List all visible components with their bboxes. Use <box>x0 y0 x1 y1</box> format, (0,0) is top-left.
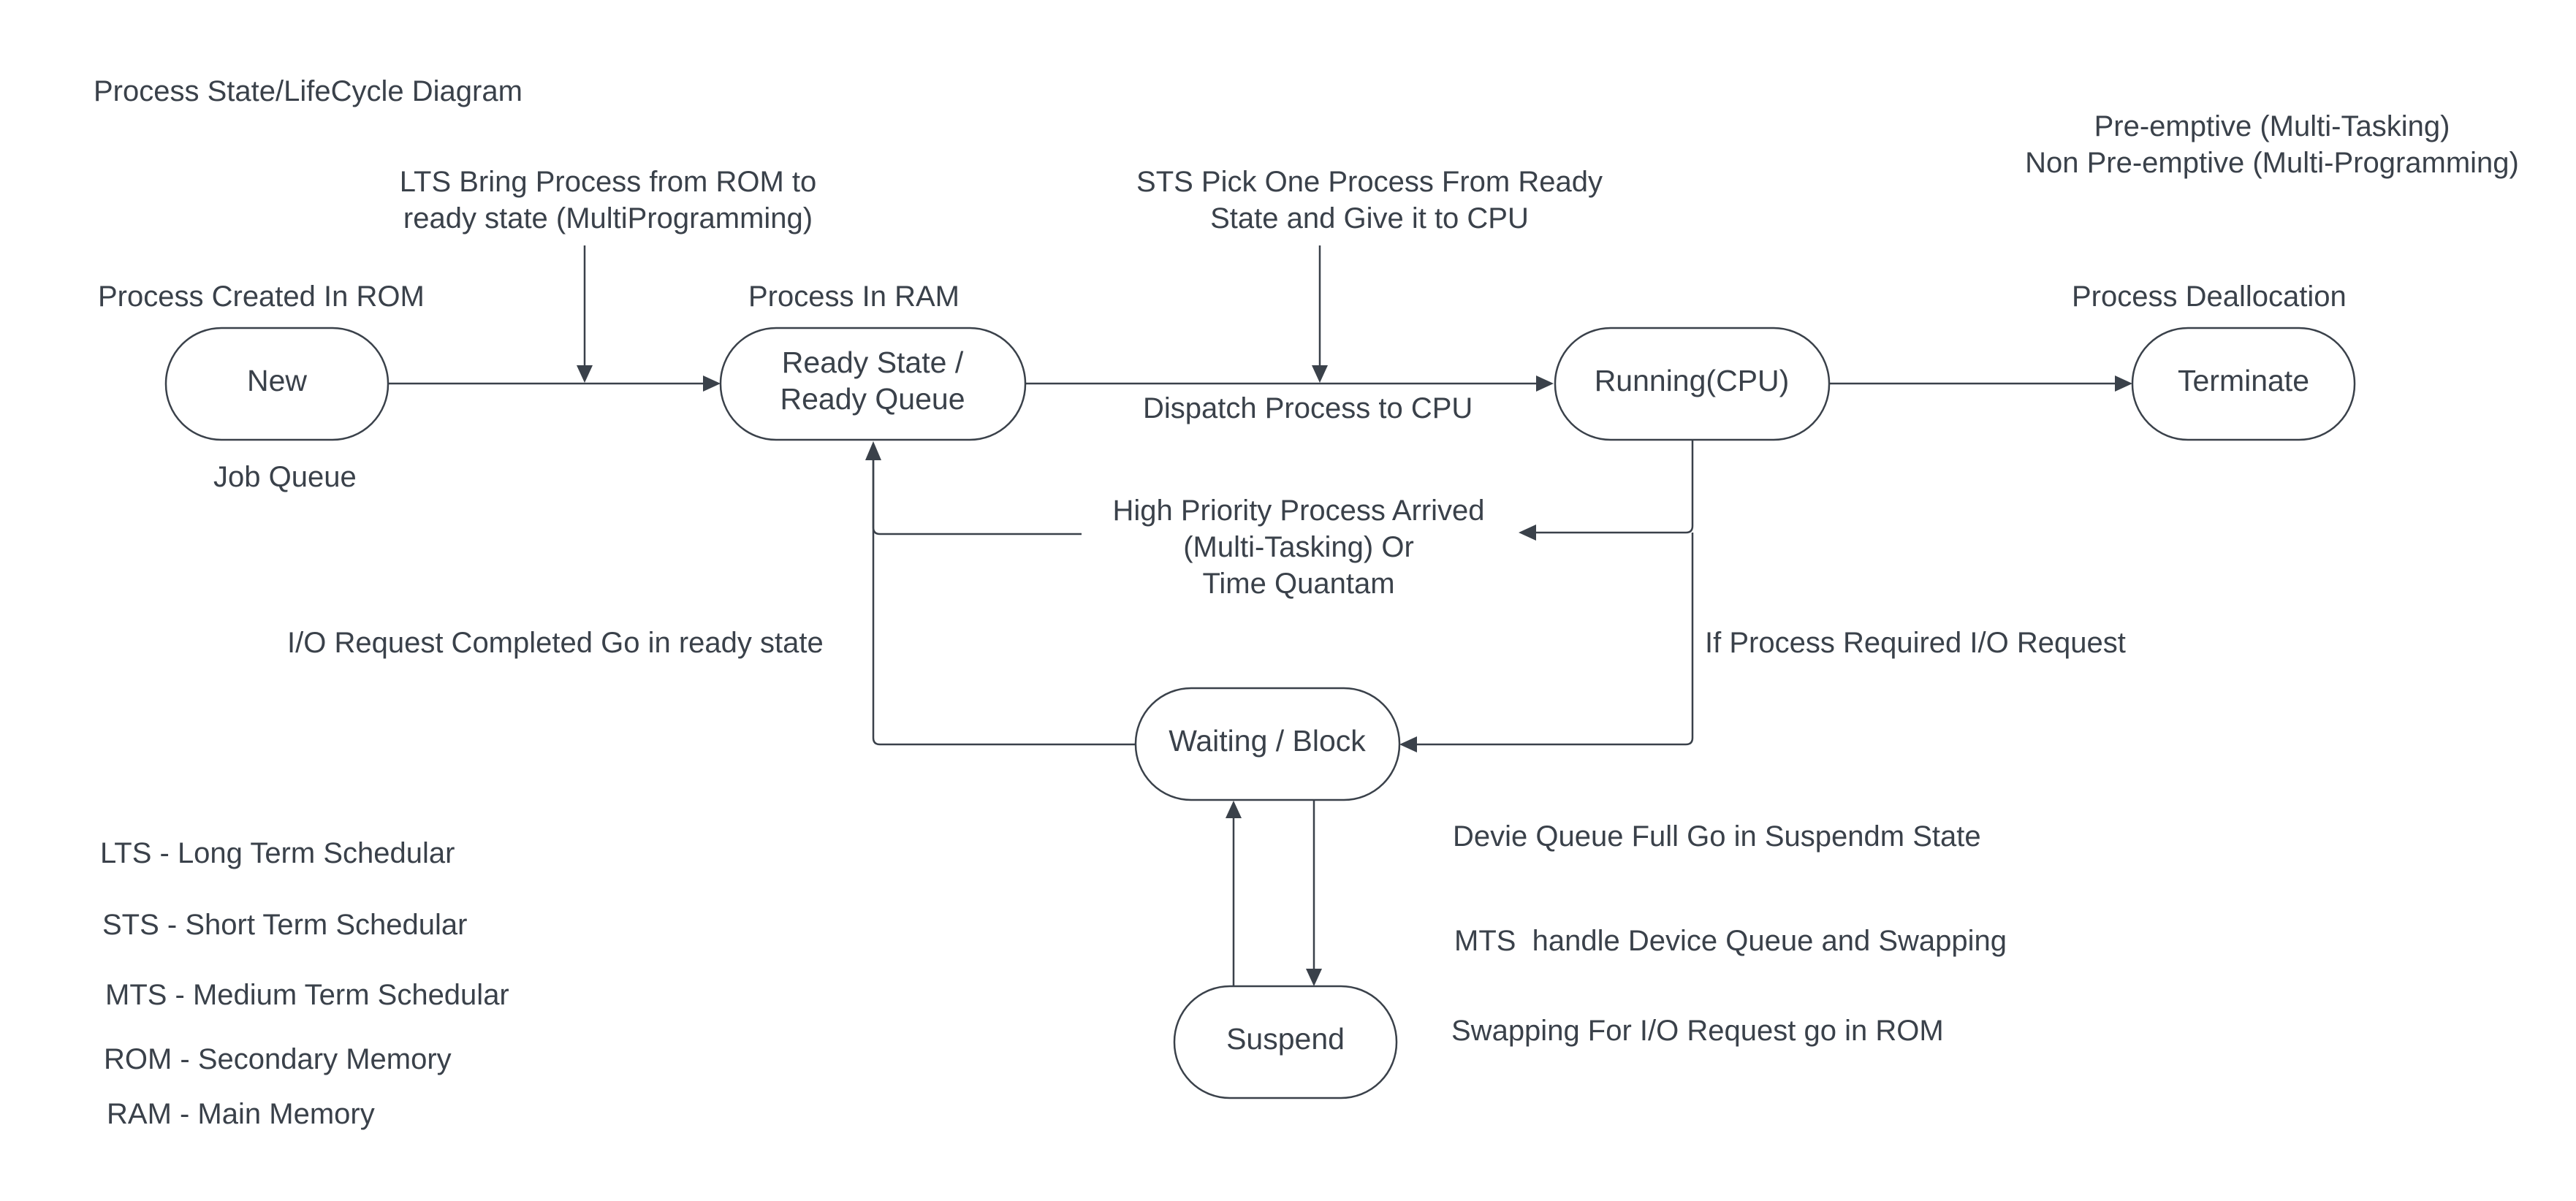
label-io-required: If Process Required I/O Request <box>1705 627 2126 659</box>
legend-item-mts: MTS - Medium Term Schedular <box>105 979 509 1011</box>
legend: LTS - Long Term Schedular STS - Short Te… <box>100 837 509 1130</box>
node-suspend-shape <box>1173 985 1398 1099</box>
edge-running-preempt <box>1536 441 1694 534</box>
legend-item-sts: STS - Short Term Schedular <box>102 909 467 941</box>
label-preemptive-line1: Pre-emptive (Multi-Tasking) <box>2094 110 2450 142</box>
label-high-priority-line3: Time Quantam <box>1202 568 1394 600</box>
label-process-created: Process Created In ROM <box>98 281 425 313</box>
label-dispatch: Dispatch Process to CPU <box>1143 392 1473 424</box>
edge-preempt-to-ready <box>872 460 1082 535</box>
label-io-completed: I/O Request Completed Go in ready state <box>287 627 824 659</box>
label-process-in-ram: Process In RAM <box>748 281 960 313</box>
node-waiting-label: Waiting / Block <box>1169 724 1366 758</box>
label-device-queue-full: Devie Queue Full Go in Suspendm State <box>1453 820 1981 853</box>
node-running: Running(CPU) <box>1554 327 1831 441</box>
arrowhead-running-to-terminate <box>2115 375 2132 392</box>
label-sts-pick-line1: STS Pick One Process From Ready <box>1136 166 1603 198</box>
arrowhead-waiting-to-suspend <box>1306 969 1322 986</box>
node-ready-label-line2: Ready Queue <box>780 382 965 416</box>
legend-item-lts: LTS - Long Term Schedular <box>100 837 455 869</box>
label-sts-pick-line2: State and Give it to CPU <box>1210 202 1529 235</box>
node-waiting: Waiting / Block <box>1134 687 1401 801</box>
node-suspend-label: Suspend <box>1226 1022 1345 1056</box>
node-new-label: New <box>247 364 307 397</box>
diagram-title: Process State/LifeCycle Diagram <box>94 75 523 107</box>
label-preemptive-line2: Non Pre-emptive (Multi-Programming) <box>2025 147 2519 179</box>
label-lts-bring-line2: ready state (MultiProgramming) <box>403 202 813 235</box>
node-ready: Ready State / Ready Queue <box>719 327 1027 441</box>
node-terminate-label: Terminate <box>2178 364 2309 397</box>
arrowhead-running-preempt <box>1519 525 1536 541</box>
node-new-shape <box>164 327 390 441</box>
arrowhead-preempt-to-ready <box>865 441 881 460</box>
arrowhead-new-to-ready <box>703 375 721 392</box>
label-high-priority-line1: High Priority Process Arrived <box>1112 495 1484 527</box>
legend-item-ram: RAM - Main Memory <box>107 1098 375 1130</box>
node-running-label: Running(CPU) <box>1595 364 1790 397</box>
label-lts-bring-line1: LTS Bring Process from ROM to <box>400 166 817 198</box>
arrowhead-running-to-waiting <box>1399 736 1417 752</box>
edge-running-to-waiting <box>1417 533 1694 746</box>
label-swapping: Swapping For I/O Request go in ROM <box>1451 1015 1944 1047</box>
label-job-queue: Job Queue <box>213 461 357 493</box>
node-terminate: Terminate <box>2131 327 2356 441</box>
label-mts-handle: MTS handle Device Queue and Swapping <box>1454 925 2007 957</box>
node-ready-shape <box>719 327 1027 441</box>
node-waiting-shape <box>1134 687 1401 801</box>
node-running-shape <box>1554 327 1831 441</box>
edge-waiting-to-ready <box>872 460 1136 746</box>
node-terminate-shape <box>2131 327 2356 441</box>
arrowhead-lts-pointer <box>577 365 593 383</box>
node-suspend: Suspend <box>1173 985 1398 1099</box>
label-high-priority-line2: (Multi-Tasking) Or <box>1183 531 1414 563</box>
arrowhead-sts-pointer <box>1312 365 1328 383</box>
arrowhead-suspend-to-waiting <box>1226 801 1242 818</box>
arrowhead-ready-to-running <box>1536 375 1554 392</box>
label-deallocation: Process Deallocation <box>2072 281 2347 313</box>
connectors <box>388 245 2132 986</box>
node-new: New <box>164 327 390 441</box>
legend-item-rom: ROM - Secondary Memory <box>104 1043 452 1075</box>
node-ready-label-line1: Ready State / <box>782 346 964 379</box>
